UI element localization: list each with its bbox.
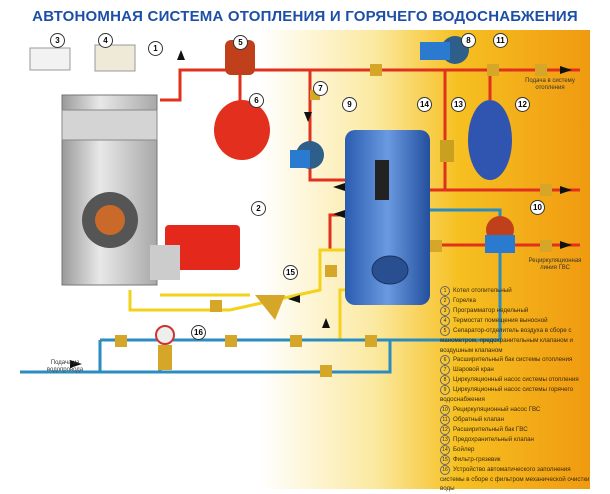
legend-text: Обратный клапан — [453, 415, 505, 423]
marker-5: 5 — [233, 35, 248, 50]
legend-text: Бойлер — [453, 445, 475, 453]
marker-7: 7 — [313, 81, 328, 96]
marker-3: 3 — [50, 33, 65, 48]
legend-number: 4 — [440, 316, 450, 326]
page-title: АВТОНОМНАЯ СИСТЕМА ОТОПЛЕНИЯ И ГОРЯЧЕГО … — [32, 8, 578, 25]
ball-valves — [115, 64, 552, 377]
programmer — [29, 47, 71, 71]
legend-text: Фильтр-грязевик — [453, 455, 501, 463]
legend-text: Расширительный бак системы отопления — [453, 356, 573, 364]
marker-14: 14 — [417, 97, 432, 112]
label-heating-supply: Подача в систему отопления — [525, 78, 575, 91]
heating-expansion-tank — [214, 100, 270, 160]
legend-text: Рециркуляционный насос ГВС — [453, 405, 541, 413]
legend-text: Котел отопительный — [453, 287, 512, 294]
marker-13: 13 — [451, 97, 466, 112]
label-water-supply: Подача из водопровода — [46, 360, 84, 373]
legend-text: Сепаратор-отделитель воздуха в сборе с м… — [440, 327, 573, 354]
legend-number: 5 — [440, 326, 450, 336]
air-separator — [225, 40, 255, 75]
legend-number: 9 — [440, 385, 450, 396]
legend-number: 14 — [440, 444, 450, 455]
safety-valve — [440, 140, 454, 162]
label-dhw-recirc: Рециркуляционная линия ГВС — [528, 258, 582, 271]
filling-unit — [155, 325, 175, 345]
legend-number: 1 — [440, 286, 450, 296]
marker-8: 8 — [461, 33, 476, 48]
burner — [165, 225, 240, 270]
marker-2: 2 — [251, 201, 266, 216]
marker-1: 1 — [148, 41, 163, 56]
legend-text: Циркуляционный насос системы горячего во… — [440, 386, 574, 404]
legend-text: Шаровой кран — [453, 366, 494, 374]
legend-number: 10 — [440, 404, 450, 415]
marker-11: 11 — [493, 33, 508, 48]
marker-12: 12 — [515, 97, 530, 112]
dhw-expansion-tank — [468, 100, 512, 180]
legend-number: 12 — [440, 424, 450, 435]
legend-number: 15 — [440, 454, 450, 465]
legend-number: 7 — [440, 365, 450, 376]
legend-text: Термостат помещения выносной — [453, 317, 548, 324]
strainer — [255, 295, 285, 320]
legend-text: Горелка — [453, 297, 476, 304]
legend-number: 8 — [440, 375, 450, 386]
legend-number: 6 — [440, 355, 450, 366]
boiler-tank — [345, 130, 430, 305]
marker-6: 6 — [249, 93, 264, 108]
legend-number: 16 — [440, 464, 450, 475]
legend-number: 13 — [440, 434, 450, 445]
marker-10: 10 — [530, 200, 545, 215]
legend-number: 2 — [440, 296, 450, 306]
marker-9: 9 — [342, 97, 357, 112]
legend-text: Программатор недельный — [453, 307, 529, 314]
room-thermostat — [94, 44, 136, 72]
legend-text: Предохранительный клапан — [453, 435, 534, 443]
legend-text: Циркуляционный насос системы отопления — [453, 376, 579, 384]
marker-15: 15 — [283, 265, 298, 280]
marker-4: 4 — [98, 33, 113, 48]
legend-number: 11 — [440, 414, 450, 425]
marker-16: 16 — [191, 325, 206, 340]
legend-number: 3 — [440, 306, 450, 316]
legend-text: Расширительный бак ГВС — [453, 425, 528, 433]
legend-text: Устройство автоматического заполнения си… — [440, 465, 590, 493]
